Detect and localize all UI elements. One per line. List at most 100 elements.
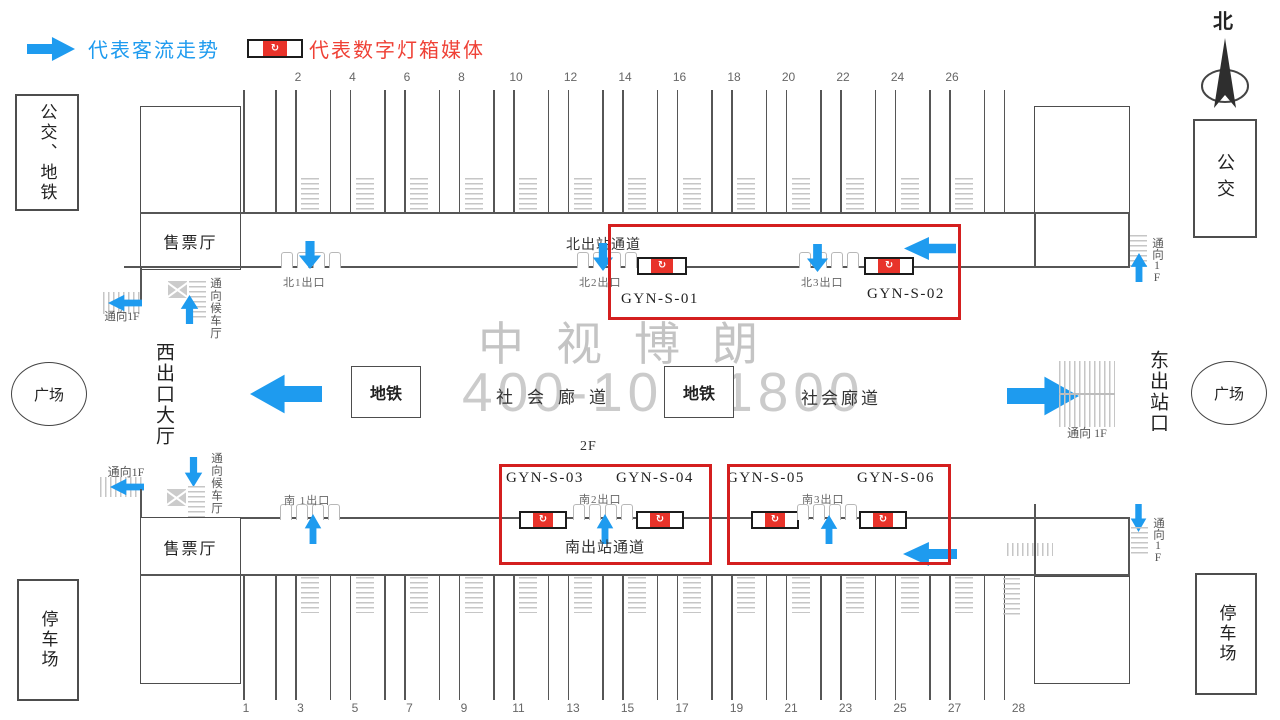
zone-bus-label: 公交 xyxy=(1215,152,1235,205)
platform-divider xyxy=(894,575,896,700)
platform-number: 1 xyxy=(242,701,250,715)
platform-divider xyxy=(295,90,297,213)
structure-line xyxy=(1128,517,1130,576)
legend-media-label: 代表数字灯箱媒体 xyxy=(309,40,485,62)
legend-flow-arrow-icon xyxy=(27,37,75,61)
stairs-icon xyxy=(737,577,755,613)
to-waiting-hall-label: 通向候车厅 xyxy=(210,452,222,515)
platform-divider xyxy=(329,575,331,700)
ticket-hall-north-label: 售票厅 xyxy=(163,235,218,252)
structure-line xyxy=(140,489,142,518)
stairs-icon xyxy=(519,178,537,212)
platform-divider xyxy=(731,575,733,700)
metro-east-label: 地铁 xyxy=(682,386,715,403)
platform-divider xyxy=(676,90,678,213)
flow-arrow-down-to-waiting-south xyxy=(184,457,203,487)
media-id-label-GYN-S-01: GYN-S-01 xyxy=(621,291,699,307)
zone-plaza-west: 广场 xyxy=(11,362,87,426)
refresh-icon: ↻ xyxy=(872,513,894,527)
platform-number: 21 xyxy=(784,701,798,715)
platform-divider xyxy=(765,575,767,700)
zone-parking-southeast: 停车场 xyxy=(1195,573,1257,695)
to-1f-label: 通向1F xyxy=(107,465,145,479)
media-id-label-GYN-S-03: GYN-S-03 xyxy=(506,470,584,486)
turnstile-icon xyxy=(799,252,859,268)
platform-divider xyxy=(983,575,985,700)
stairs-icon xyxy=(1130,235,1147,267)
platform-divider xyxy=(602,90,604,213)
stairs-icon xyxy=(791,577,810,613)
platform-divider xyxy=(275,90,277,213)
platform-number: 19 xyxy=(729,701,744,715)
platform-divider xyxy=(894,90,896,213)
media-lightbox-GYN-S-01: ↻ xyxy=(637,257,687,275)
platform-area-south xyxy=(243,575,1035,700)
media-lightbox-GYN-S-06: ↻ xyxy=(859,511,907,529)
platform-number: 27 xyxy=(947,701,962,715)
stairs-icon xyxy=(791,178,810,212)
ticket-hall-south: 售票厅 xyxy=(140,517,241,576)
platform-divider xyxy=(874,575,876,700)
platform-divider xyxy=(622,90,624,213)
metro-box-east: 地铁 xyxy=(664,366,734,418)
media-id-label-GYN-S-04: GYN-S-04 xyxy=(616,470,694,486)
stairs-icon xyxy=(573,178,592,212)
platform-divider xyxy=(929,90,931,213)
platform-number: 4 xyxy=(349,70,356,84)
platform-divider xyxy=(438,90,440,213)
platform-number: 15 xyxy=(620,701,635,715)
platform-divider xyxy=(983,90,985,213)
media-lightbox-GYN-S-03: ↻ xyxy=(519,511,567,529)
social-corridor-west-label: 社会廊道 xyxy=(496,388,620,407)
platform-divider xyxy=(929,575,931,700)
platform-number: 20 xyxy=(781,70,796,84)
platform-number: 23 xyxy=(838,701,853,715)
media-lightbox-GYN-S-02: ↻ xyxy=(864,257,914,275)
platform-divider xyxy=(404,575,406,700)
platform-divider xyxy=(547,575,549,700)
platform-divider xyxy=(874,90,876,213)
platform-divider xyxy=(711,90,713,213)
zone-parking-southwest: 停车场 xyxy=(17,579,79,701)
elevator-icon xyxy=(168,281,187,298)
platform-number: 8 xyxy=(458,70,465,84)
watermark-name: 中视博朗 xyxy=(478,319,790,370)
metro-box-west: 地铁 xyxy=(351,366,421,418)
platform-number: 16 xyxy=(672,70,687,84)
platform-area-north xyxy=(243,90,1035,213)
ticket-hall-north: 售票厅 xyxy=(140,212,241,270)
structure-room-southwest xyxy=(140,574,241,684)
watermark-phone: 400-100-1800 xyxy=(462,360,865,424)
platform-divider xyxy=(243,90,245,213)
platform-divider xyxy=(731,90,733,213)
to-waiting-hall-label: 通向候车厅 xyxy=(209,277,221,340)
platform-divider xyxy=(384,575,386,700)
to-1f-label: 通向1F xyxy=(104,311,140,323)
media-id-label-GYN-S-02: GYN-S-02 xyxy=(867,286,945,302)
exit-south-2-label: 南2出口 xyxy=(579,494,622,506)
structure-room-northeast xyxy=(1034,106,1130,214)
zone-plaza-east-label: 广场 xyxy=(1213,386,1244,403)
ticket-hall-south-label: 售票厅 xyxy=(163,540,218,558)
platform-divider xyxy=(622,575,624,700)
platform-number: 25 xyxy=(893,701,907,715)
legend-media-icon: ↻ xyxy=(247,39,303,58)
stairs-icon xyxy=(682,178,701,212)
stairs-icon xyxy=(464,178,483,212)
platform-divider xyxy=(949,575,951,700)
highlight-box-south-1 xyxy=(499,464,712,565)
structure-room-northwest xyxy=(140,106,241,214)
refresh-icon: ↻ xyxy=(878,259,900,273)
stairs-icon xyxy=(737,178,755,212)
refresh-icon: ↻ xyxy=(263,41,287,56)
stairs-icon xyxy=(1003,578,1020,616)
platform-number: 10 xyxy=(509,70,523,84)
platform-divider xyxy=(949,90,951,213)
refresh-icon: ↻ xyxy=(532,513,554,527)
refresh-icon: ↻ xyxy=(649,513,671,527)
media-lightbox-GYN-S-04: ↻ xyxy=(636,511,684,529)
metro-west-label: 地铁 xyxy=(369,386,402,403)
platform-divider xyxy=(567,575,569,700)
stairs-icon xyxy=(519,577,537,613)
refresh-icon: ↻ xyxy=(651,259,673,273)
